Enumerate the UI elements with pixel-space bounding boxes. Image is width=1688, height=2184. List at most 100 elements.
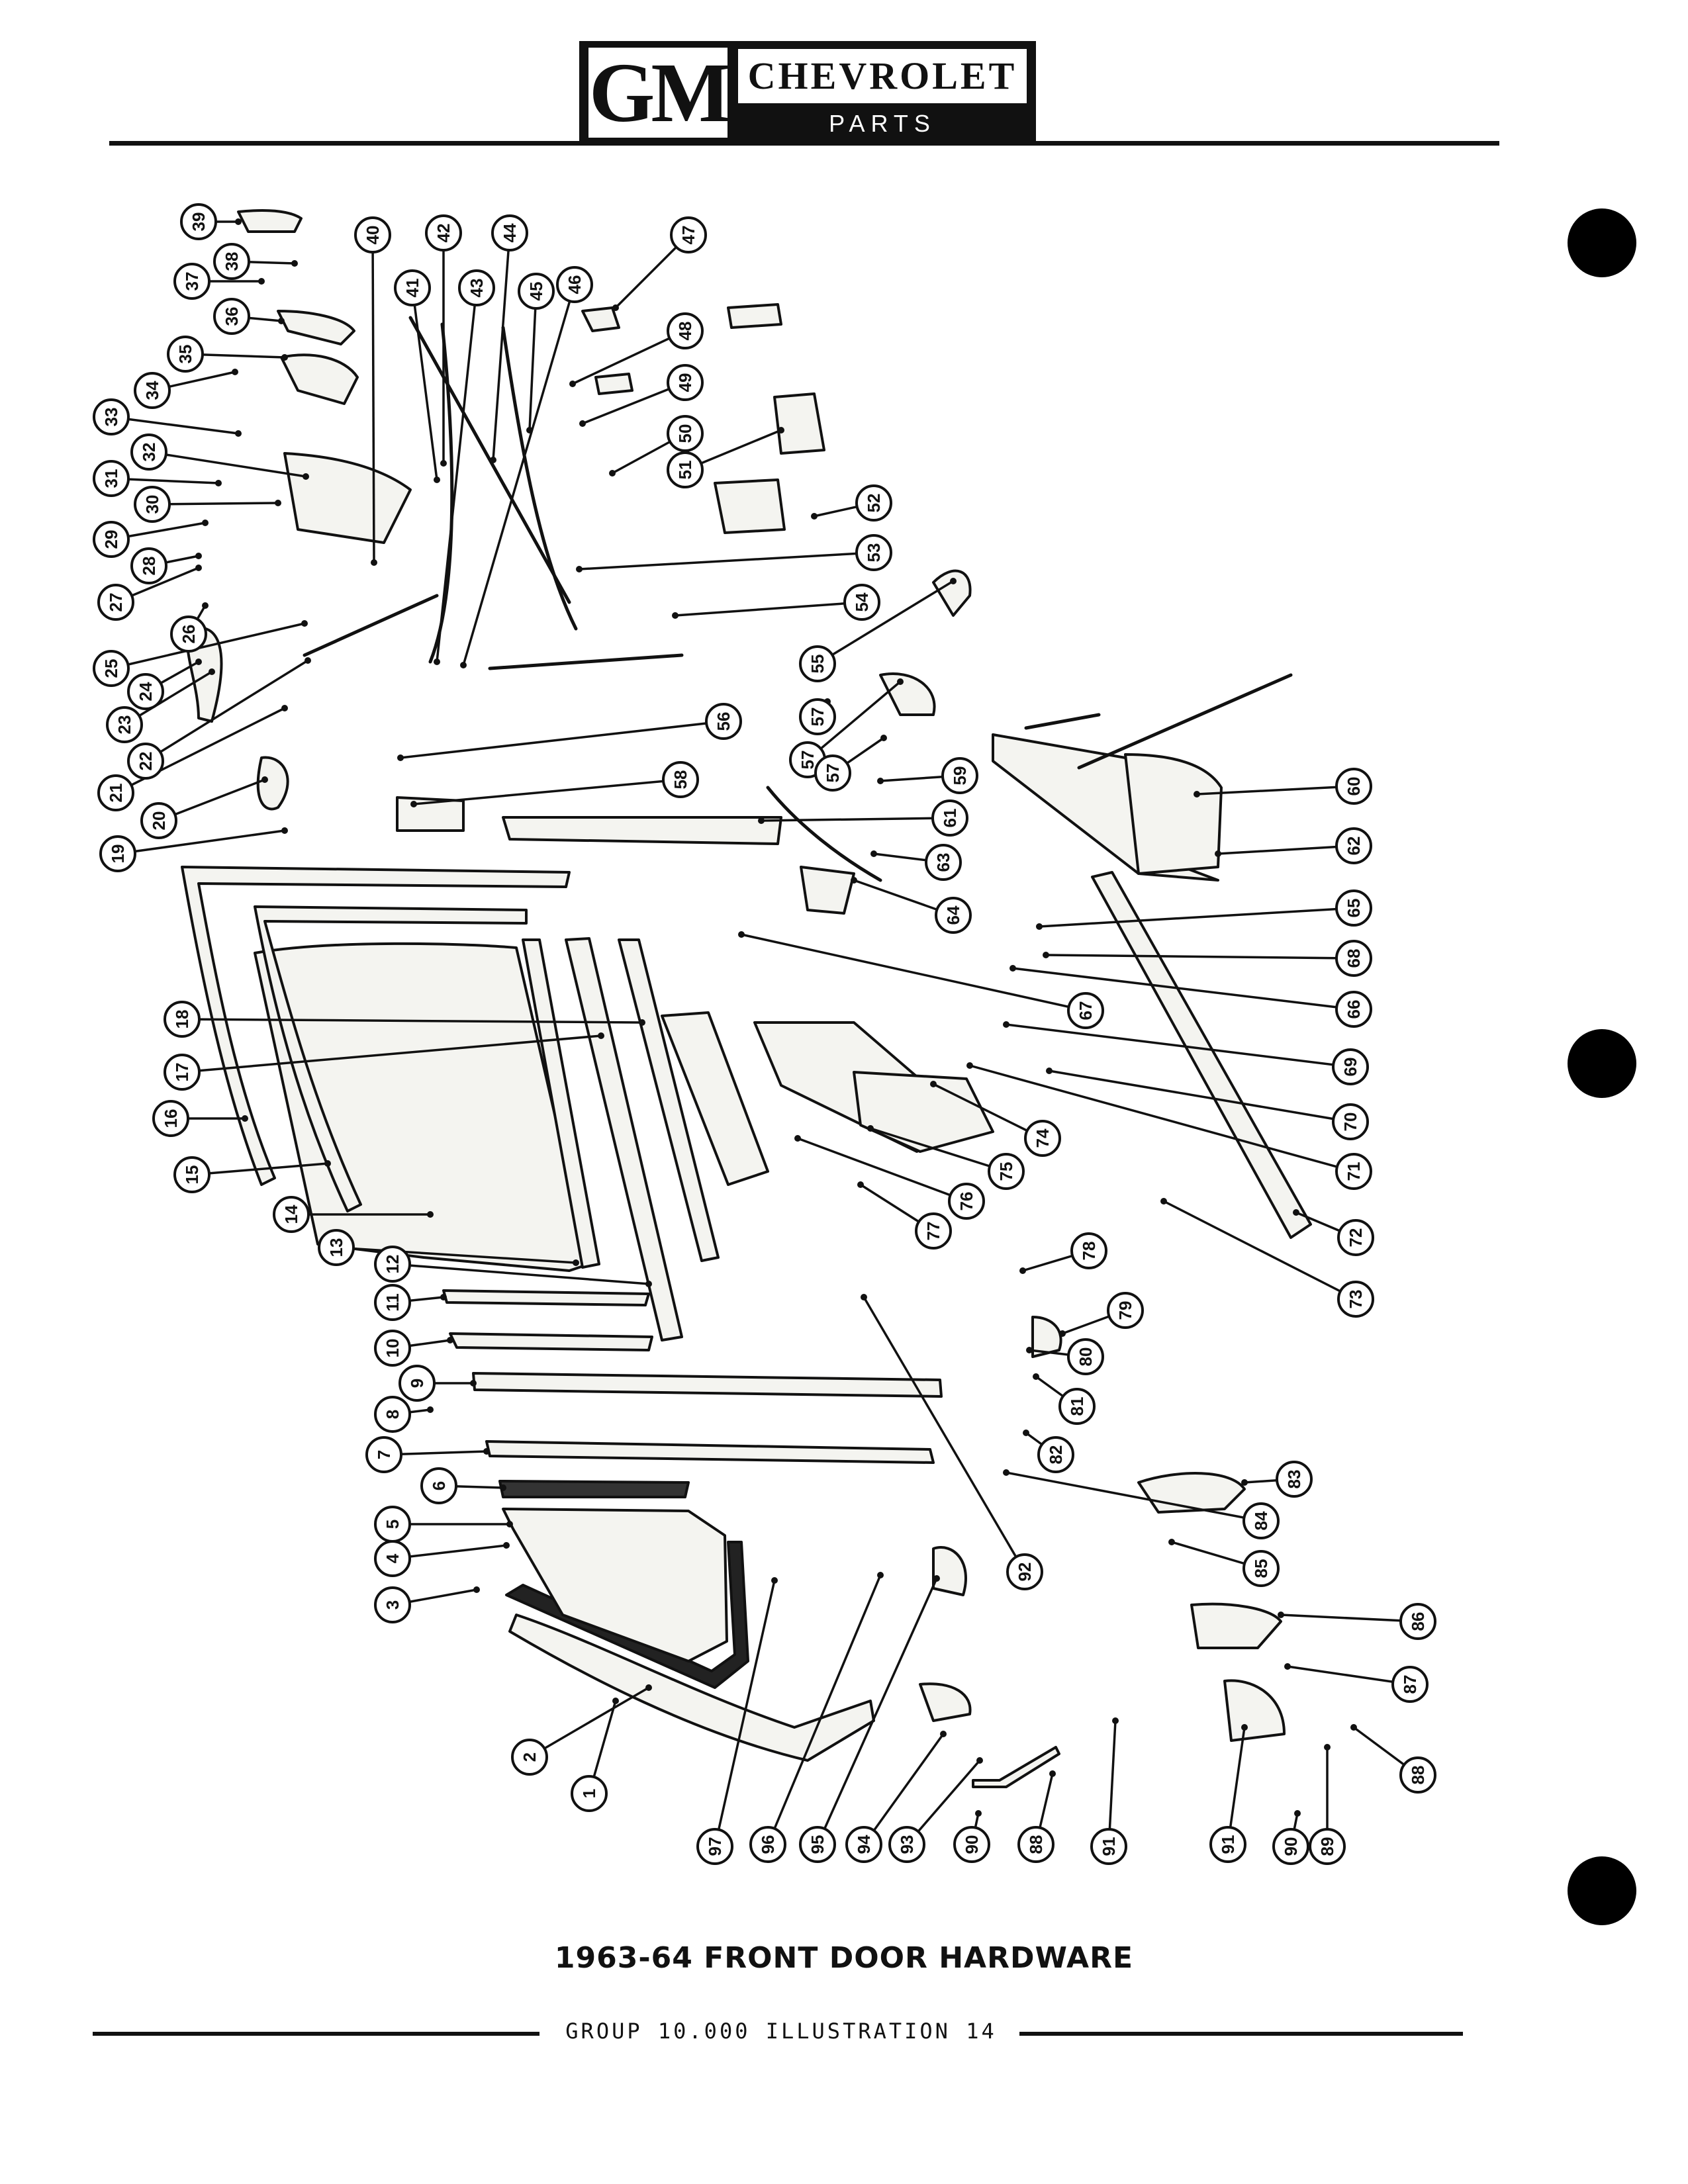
leader-arrow-icon xyxy=(305,657,311,664)
callout-bubble: 16 xyxy=(152,1100,189,1137)
callout-label: 32 xyxy=(139,443,159,462)
callout-label: 15 xyxy=(182,1165,202,1185)
leader-arrow-icon xyxy=(861,1294,867,1300)
leader-line xyxy=(1012,967,1354,1011)
callout-label: 10 xyxy=(383,1339,402,1358)
callout-bubble: 42 xyxy=(425,214,462,251)
callout-label: 81 xyxy=(1067,1397,1087,1416)
callout-label: 78 xyxy=(1079,1242,1099,1261)
leader-arrow-icon xyxy=(950,578,957,584)
leader-line xyxy=(1045,954,1354,960)
leader-line xyxy=(413,778,681,805)
callout-bubble: 90 xyxy=(1272,1828,1309,1865)
leader-arrow-icon xyxy=(278,318,285,324)
callout-bubble: 61 xyxy=(931,799,968,837)
leader-arrow-icon xyxy=(569,381,576,387)
callout-label: 25 xyxy=(101,659,121,678)
leader-line xyxy=(1227,1727,1246,1845)
callout-label: 65 xyxy=(1344,899,1364,918)
callout-bubble: 82 xyxy=(1037,1436,1074,1473)
leader-lines xyxy=(111,218,1419,1847)
leader-line xyxy=(148,451,306,478)
leader-arrow-icon xyxy=(880,735,887,741)
callout-label: 56 xyxy=(714,712,733,731)
callout-label: 3 xyxy=(383,1600,402,1610)
callout-label: 82 xyxy=(1046,1445,1066,1465)
leader-arrow-icon xyxy=(870,850,877,857)
callout-label: 70 xyxy=(1340,1113,1360,1132)
callout-bubble: 51 xyxy=(667,451,704,488)
callout-bubble: 57 xyxy=(799,698,836,735)
callout-bubble: 92 xyxy=(1006,1553,1043,1590)
punch-hole-icon xyxy=(1568,1856,1636,1925)
leader-arrow-icon xyxy=(975,1810,982,1817)
leader-line xyxy=(191,1162,328,1176)
leader-line xyxy=(675,601,863,617)
callout-bubble: 88 xyxy=(1017,1826,1055,1863)
callout-label: 90 xyxy=(962,1835,982,1854)
leader-line xyxy=(111,622,305,670)
callout-bubble: 23 xyxy=(106,706,143,743)
callout-bubble: 96 xyxy=(749,1826,786,1863)
leader-arrow-icon xyxy=(410,801,417,807)
leader-line xyxy=(1006,1471,1262,1522)
leader-line xyxy=(806,680,902,761)
leader-arrow-icon xyxy=(275,500,281,506)
leader-line xyxy=(969,1064,1354,1173)
leader-arrow-icon xyxy=(645,1281,652,1287)
callout-bubble: 28 xyxy=(130,547,167,584)
callout-label: 22 xyxy=(136,752,156,771)
callout-bubble: 50 xyxy=(667,415,704,452)
callout-label: 13 xyxy=(326,1238,346,1257)
callout-bubble: 29 xyxy=(93,521,130,558)
leader-arrow-icon xyxy=(612,304,619,311)
callout-label: 54 xyxy=(852,592,872,612)
callout-label: 16 xyxy=(161,1109,181,1128)
callout-label: 83 xyxy=(1284,1470,1304,1489)
callout-bubble: 24 xyxy=(127,673,164,710)
callout-bubble: 21 xyxy=(97,774,134,811)
leader-arrow-icon xyxy=(976,1757,983,1764)
leader-arrow-icon xyxy=(195,659,202,665)
callout-label: 24 xyxy=(136,682,156,701)
callout-bubble: 35 xyxy=(167,336,204,373)
callout-label: 62 xyxy=(1344,837,1364,856)
callout-label: 47 xyxy=(679,226,698,245)
leader-arrow-icon xyxy=(202,520,209,526)
callout-bubble: 18 xyxy=(164,1001,201,1038)
callout-bubble: 9 xyxy=(399,1365,436,1402)
callout-label: 46 xyxy=(565,275,585,295)
leader-line xyxy=(863,1297,1026,1572)
leader-arrow-icon xyxy=(490,457,496,463)
leader-arrow-icon xyxy=(500,1484,506,1491)
leader-arrow-icon xyxy=(1293,1209,1299,1216)
leader-arrow-icon xyxy=(1009,965,1016,972)
callout-bubble: 39 xyxy=(180,203,217,240)
callout-label: 20 xyxy=(149,811,169,831)
callout-bubble: 65 xyxy=(1335,889,1372,927)
leader-arrow-icon xyxy=(573,1259,579,1266)
leader-line xyxy=(572,330,686,385)
callout-bubble: 25 xyxy=(93,650,130,687)
footer-divider-right xyxy=(1019,2032,1463,2036)
leader-arrow-icon xyxy=(758,817,765,824)
callout-label: 11 xyxy=(383,1293,402,1312)
leader-arrow-icon xyxy=(612,1698,619,1704)
callout-bubble: 54 xyxy=(843,584,880,621)
callout-label: 91 xyxy=(1218,1835,1238,1854)
figure-title: 1963-64 FRONT DOOR HARDWARE xyxy=(554,1941,1134,1975)
callout-label: 23 xyxy=(115,715,134,735)
leader-arrow-icon xyxy=(427,1406,434,1413)
callout-label: 74 xyxy=(1033,1128,1053,1148)
leader-line xyxy=(1039,907,1354,928)
callout-bubble: 49 xyxy=(667,364,704,401)
callout-label: 60 xyxy=(1344,777,1364,796)
callout-bubble: 19 xyxy=(99,835,136,872)
callout-bubble: 64 xyxy=(935,897,972,934)
callout-bubble: 30 xyxy=(134,486,171,523)
callout-bubble: 69 xyxy=(1332,1048,1369,1085)
callout-label: 92 xyxy=(1015,1563,1035,1582)
leader-arrow-icon xyxy=(1043,952,1049,958)
callout-bubble: 84 xyxy=(1243,1502,1280,1539)
callout-bubble: 95 xyxy=(799,1826,836,1863)
